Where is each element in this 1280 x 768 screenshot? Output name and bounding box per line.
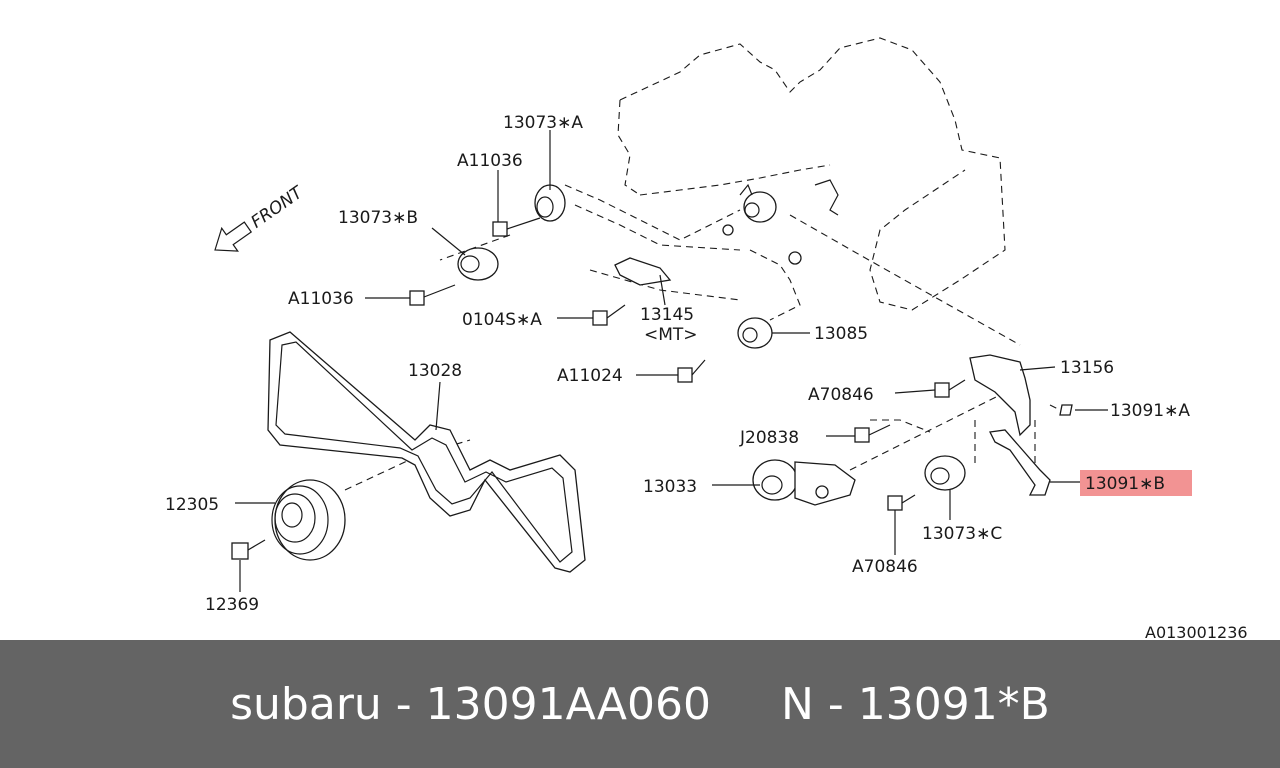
label-13033: 13033 <box>643 477 697 497</box>
label-13145-note: <MT> <box>644 325 698 345</box>
label-13091b: 13091∗B <box>1085 474 1165 494</box>
bolt-a11036-top <box>492 217 541 237</box>
bolt-12369 <box>231 539 266 560</box>
bolt-a70846-bottom <box>887 494 916 511</box>
bracket-13156 <box>969 354 1031 437</box>
bolt-j20838 <box>854 424 891 443</box>
label-12305: 12305 <box>165 495 219 515</box>
footer-title: subaru - 13091AA060 N - 13091*B <box>230 678 1050 730</box>
idler-13085 <box>737 317 773 349</box>
label-13085: 13085 <box>814 324 868 344</box>
bolt-a70846-top <box>934 379 966 398</box>
label-a70846-bottom: A70846 <box>852 557 918 577</box>
label-12369: 12369 <box>205 595 259 615</box>
front-label: FRONT <box>248 182 308 233</box>
label-13156: 13156 <box>1060 358 1114 378</box>
idler-pulley-13073b <box>457 247 499 281</box>
label-a11024: A11024 <box>557 366 623 386</box>
label-13073c: 13073∗C <box>922 524 1002 544</box>
bolt-a11036-left <box>409 284 456 306</box>
parts-diagram: FRONT <box>165 37 1248 640</box>
bolt-0104s <box>592 304 626 326</box>
label-13145: 13145 <box>640 305 694 325</box>
reference-code: A013001236 <box>1145 623 1248 640</box>
highlight-box <box>1080 470 1192 496</box>
label-j20838: J20838 <box>739 428 799 448</box>
engine-block-outline <box>617 37 1006 311</box>
front-arrow: FRONT <box>214 182 308 252</box>
label-13073a: 13073∗A <box>503 113 583 133</box>
label-13091a: 13091∗A <box>1110 401 1190 421</box>
connection-lines <box>344 184 1061 491</box>
guide-13091b <box>989 429 1051 496</box>
idler-13073c <box>924 455 966 491</box>
label-a11036-top: A11036 <box>457 151 523 171</box>
clip-13091a <box>1059 404 1073 416</box>
leader-lines <box>235 130 1108 592</box>
label-13028: 13028 <box>408 361 462 381</box>
footer-bar: subaru - 13091AA060 N - 13091*B <box>0 640 1280 768</box>
tensioner-13033 <box>752 459 856 506</box>
cover-13145 <box>614 257 672 286</box>
top-pulley-assembly <box>722 179 839 265</box>
label-13073b: 13073∗B <box>338 208 418 228</box>
label-a11036-left: A11036 <box>288 289 354 309</box>
bolt-a11024 <box>677 359 706 383</box>
crank-pulley-12305 <box>271 479 346 561</box>
idler-pulley-13073a <box>534 184 566 222</box>
label-0104s: 0104S∗A <box>462 310 542 330</box>
label-a70846-top: A70846 <box>808 385 874 405</box>
timing-belt-13028 <box>267 331 586 573</box>
